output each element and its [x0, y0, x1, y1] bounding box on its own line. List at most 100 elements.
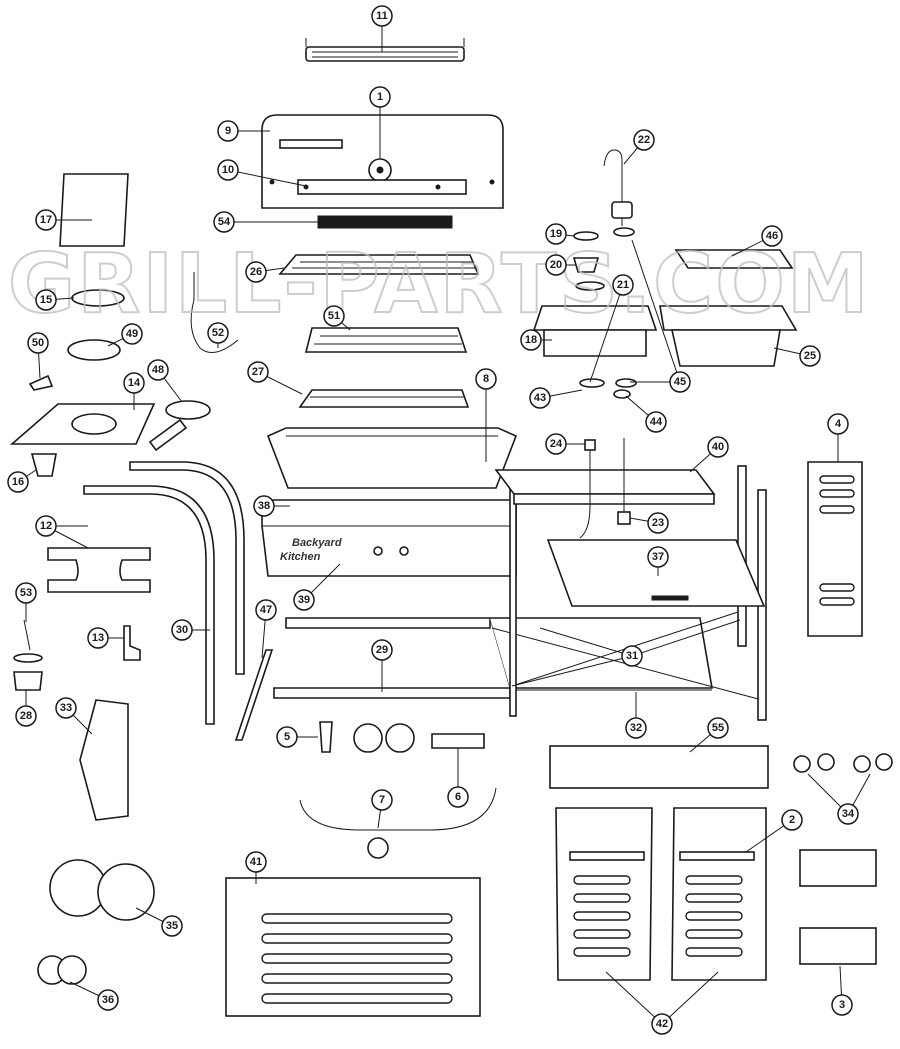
callout-number: 51 [328, 310, 340, 322]
callout-number: 26 [250, 266, 262, 278]
callout-24: 24 [545, 433, 567, 455]
callout-number: 54 [218, 216, 231, 228]
callout-18: 18 [520, 329, 542, 351]
callout-3: 3 [831, 994, 853, 1016]
callout-circle [371, 639, 393, 661]
callout-2: 2 [781, 809, 803, 831]
side-burner-lid [59, 173, 129, 247]
side-burner-knob [28, 374, 54, 391]
cabinet-door-left [555, 807, 653, 981]
callout-circle [647, 512, 669, 534]
callout-circle [520, 329, 542, 351]
callout-circle [35, 289, 57, 311]
callout-circle [123, 372, 145, 394]
callout-number: 33 [60, 702, 72, 714]
leader-line-31 [539, 627, 633, 657]
callout-number: 47 [260, 604, 272, 616]
callout-number: 12 [40, 520, 52, 532]
wheel-right [97, 863, 155, 921]
lower-grate [298, 389, 470, 408]
callout-circle [147, 359, 169, 381]
callout-circle [669, 371, 691, 393]
callout-number: 20 [550, 259, 562, 271]
callout-19: 19 [545, 223, 567, 245]
control-knob-right [385, 723, 415, 753]
callout-number: 53 [20, 587, 32, 599]
callout-number: 5 [284, 731, 290, 743]
callout-38: 38 [253, 495, 275, 517]
callout-labels: 1234567891011121314151617181920212223242… [7, 5, 859, 1035]
callout-circle [15, 705, 37, 727]
callout-53: 53 [15, 582, 37, 604]
callout-number: 42 [656, 1018, 668, 1030]
grease-cup [13, 619, 43, 691]
callout-13: 13 [87, 627, 109, 649]
callout-26: 26 [245, 261, 267, 283]
callout-circle [35, 209, 57, 231]
igniter-electrode [319, 721, 333, 753]
faucet [603, 149, 635, 237]
callout-circle [645, 411, 667, 433]
callout-39: 39 [293, 589, 315, 611]
callout-circle [837, 803, 859, 825]
support-rod [234, 649, 274, 741]
briquette-tray [304, 327, 468, 353]
callout-circle [799, 345, 821, 367]
callout-4: 4 [827, 413, 849, 435]
callout-number: 29 [376, 644, 388, 656]
side-shelf [494, 469, 716, 505]
burner-bracket [123, 625, 141, 661]
sink-drain [572, 231, 637, 399]
callout-23: 23 [647, 512, 669, 534]
callout-circle [621, 645, 643, 667]
callout-14: 14 [123, 372, 145, 394]
callout-circle [323, 305, 345, 327]
igniter-wire [190, 272, 239, 353]
callout-1: 1 [369, 86, 391, 108]
callout-number: 34 [842, 808, 855, 820]
callout-circle [27, 332, 49, 354]
callout-number: 10 [222, 164, 234, 176]
callout-circle [55, 697, 77, 719]
small-sink [532, 305, 658, 357]
callout-number: 16 [12, 476, 24, 488]
callout-number: 4 [835, 418, 842, 430]
callout-circle [217, 120, 239, 142]
callout-number: 13 [92, 632, 104, 644]
side-burner [148, 400, 211, 452]
cart-bottom-frame [273, 617, 511, 699]
callout-16: 16 [7, 471, 29, 493]
callout-29: 29 [371, 639, 393, 661]
leader-line-42 [605, 971, 663, 1025]
hubcap-right [57, 955, 87, 985]
callout-27: 27 [247, 361, 269, 383]
callout-31: 31 [621, 645, 643, 667]
callout-number: 23 [652, 517, 664, 529]
logo-line2: Kitchen [280, 551, 321, 563]
callout-46: 46 [761, 225, 783, 247]
callout-9: 9 [217, 120, 239, 142]
callout-circle [87, 627, 109, 649]
logo-line1: Backyard [292, 537, 342, 549]
callout-number: 39 [298, 594, 310, 606]
callout-12: 12 [35, 515, 57, 537]
leader-line-31 [631, 619, 741, 657]
callout-circle [447, 786, 469, 808]
callout-circle [707, 436, 729, 458]
callout-number: 22 [638, 134, 650, 146]
callout-circle [121, 323, 143, 345]
callout-circle [545, 223, 567, 245]
callout-circle [253, 495, 275, 517]
callout-37: 37 [647, 546, 669, 568]
callout-number: 50 [32, 337, 44, 349]
callout-number: 49 [126, 328, 138, 340]
callout-11: 11 [371, 5, 393, 27]
callout-circle [625, 717, 647, 739]
callout-28: 28 [15, 705, 37, 727]
callout-47: 47 [255, 599, 277, 621]
callout-number: 3 [839, 999, 845, 1011]
callout-number: 2 [789, 814, 795, 826]
lid-heat-strip [317, 215, 453, 229]
cart-leg-left [83, 461, 245, 725]
